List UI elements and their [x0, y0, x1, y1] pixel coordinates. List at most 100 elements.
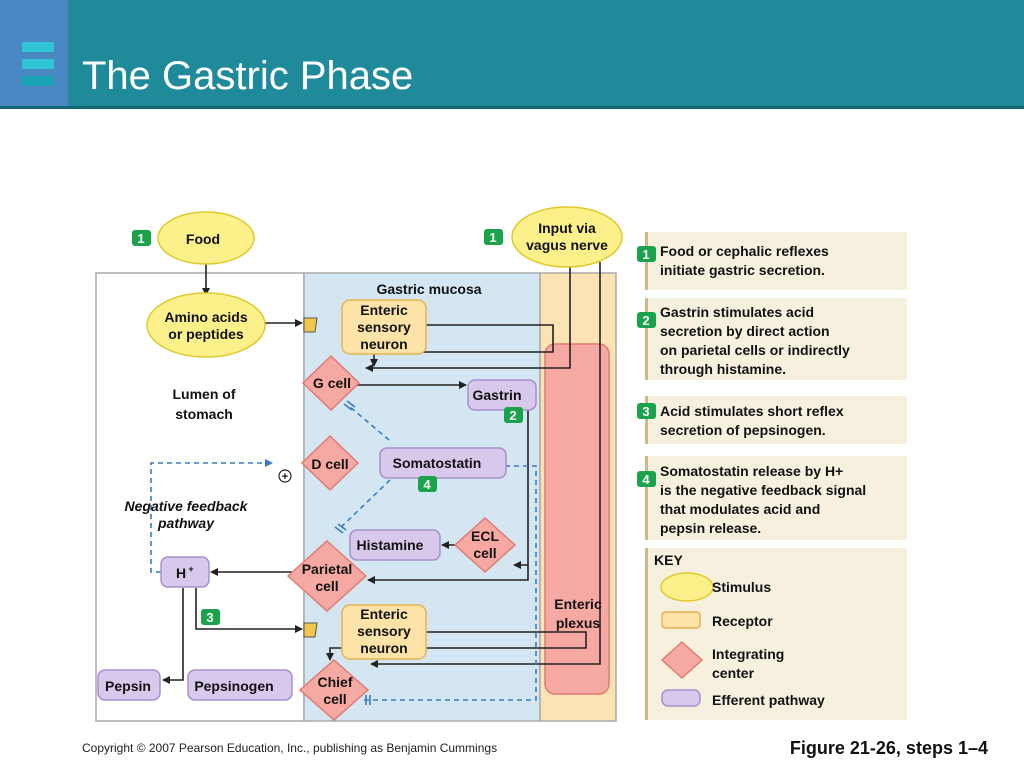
slide-title: The Gastric Phase	[82, 54, 414, 98]
step-2-line1: Gastrin stimulates acid	[660, 304, 814, 320]
histamine-box: Histamine	[349, 529, 441, 561]
lumen-label-line1: Lumen of	[173, 386, 236, 402]
step-3-number: 3	[642, 404, 649, 419]
step-4-line3: that modulates acid and	[660, 501, 820, 517]
step-badge-1-food: 1	[132, 230, 151, 246]
h-plus-superscript: +	[188, 564, 193, 574]
parietal-cell-line1: Parietal	[302, 561, 353, 577]
badge-number: 1	[489, 230, 496, 245]
step-2-line4: through histamine.	[660, 361, 786, 377]
pepsin-label: Pepsin	[105, 678, 151, 694]
d-cell: D cell	[300, 434, 360, 492]
gastric-mucosa-label: Gastric mucosa	[376, 281, 481, 297]
amino-label-line2: or peptides	[168, 326, 244, 342]
enteric-sensory-neuron-lower: Enteric sensory neuron	[341, 604, 427, 660]
g-cell-label: G cell	[313, 375, 351, 391]
badge-number: 1	[137, 231, 144, 246]
ecl-cell: ECL cell	[453, 516, 517, 574]
step-1-number: 1	[642, 247, 649, 262]
key-receptor-label: Receptor	[712, 613, 773, 629]
neuron-upper-line2: sensory	[357, 319, 411, 335]
amino-acids-stimulus: Amino acids or peptides	[146, 292, 266, 358]
step-4-line1: Somatostatin release by H+	[660, 463, 843, 479]
copyright-text: Copyright © 2007 Pearson Education, Inc.…	[82, 741, 498, 755]
chief-cell-line1: Chief	[318, 674, 353, 690]
figure-label: Figure 21-26, steps 1–4	[789, 738, 988, 758]
ecl-cell-line1: ECL	[471, 528, 499, 544]
negative-feedback-line1: Negative feedback	[125, 498, 249, 514]
step-1-line1: Food or cephalic reflexes	[660, 243, 829, 259]
badge-number: 2	[509, 408, 516, 423]
steps-panel: 1 Food or cephalic reflexes initiate gas…	[637, 232, 907, 540]
plus-sign-label: +	[282, 471, 288, 483]
receptor-icon	[303, 622, 318, 638]
enteric-sensory-neuron-upper: Enteric sensory neuron	[341, 299, 427, 355]
ecl-cell-line2: cell	[473, 545, 496, 561]
step-badge-2-gastrin: 2	[504, 407, 523, 423]
pepsinogen-label: Pepsinogen	[194, 678, 273, 694]
vagus-label-line2: vagus nerve	[526, 237, 608, 253]
key-integrating-line2: center	[712, 665, 755, 681]
step-3-line2: secretion of pepsinogen.	[660, 422, 826, 438]
d-cell-label: D cell	[311, 456, 348, 472]
g-cell: G cell	[301, 354, 361, 412]
key-receptor-swatch	[661, 611, 701, 629]
parietal-cell-line2: cell	[315, 578, 338, 594]
step-4-number: 4	[642, 472, 650, 487]
key-stimulus-label: Stimulus	[712, 579, 771, 595]
slide-header: The Gastric Phase	[0, 0, 1024, 106]
step-3-line1: Acid stimulates short reflex	[660, 403, 844, 419]
gastrin-label: Gastrin	[472, 387, 521, 403]
neuron-upper-line1: Enteric	[360, 302, 408, 318]
vagus-input-stimulus: Input via vagus nerve	[511, 206, 623, 268]
h-plus-label: H	[176, 565, 186, 581]
step-badge-1-vagus: 1	[484, 229, 503, 245]
histamine-label: Histamine	[357, 537, 424, 553]
legend-key: KEY Stimulus Receptor Integrating center…	[645, 548, 907, 720]
receptor-icon	[303, 317, 318, 333]
neuron-lower-line2: sensory	[357, 623, 411, 639]
header-divider	[0, 106, 1024, 109]
key-integrating-line1: Integrating	[712, 646, 784, 662]
step-2-line2: secretion by direct action	[660, 323, 830, 339]
chief-cell: Chief cell	[298, 658, 370, 722]
logo-bar-icon	[22, 42, 54, 52]
neuron-upper-line3: neuron	[360, 336, 407, 352]
parietal-cell: Parietal cell	[286, 539, 368, 613]
enteric-plexus-line1: Enteric	[554, 596, 602, 612]
key-efferent-swatch	[661, 689, 701, 707]
neuron-lower-line3: neuron	[360, 640, 407, 656]
step-4-line4: pepsin release.	[660, 520, 761, 536]
step-1-line2: initiate gastric secretion.	[660, 262, 825, 278]
food-stimulus: Food	[157, 211, 255, 265]
amino-label-line1: Amino acids	[164, 309, 247, 325]
key-stimulus-swatch	[660, 572, 714, 602]
vagus-label-line1: Input via	[538, 220, 596, 236]
neuron-lower-line1: Enteric	[360, 606, 408, 622]
lumen-label-line2: stomach	[175, 406, 233, 422]
food-label: Food	[186, 231, 220, 247]
enteric-plexus-line2: plexus	[556, 615, 601, 631]
step-badge-3-acid: 3	[201, 609, 220, 625]
header-accent-block	[0, 0, 68, 106]
negative-feedback-line2: pathway	[157, 515, 215, 531]
badge-number: 3	[206, 610, 213, 625]
logo-bar-icon	[22, 76, 54, 86]
logo-bar-icon	[22, 59, 54, 69]
gastrin-box: Gastrin	[467, 379, 537, 411]
key-integrating-swatch	[660, 640, 704, 680]
somatostatin-label: Somatostatin	[393, 455, 482, 471]
badge-number: 4	[423, 477, 431, 492]
enteric-plexus-box	[544, 343, 610, 695]
pepsinogen-box: Pepsinogen	[187, 669, 293, 701]
key-title: KEY	[654, 552, 683, 568]
plus-sign-icon: +	[278, 469, 292, 483]
step-4-line2: is the negative feedback signal	[660, 482, 866, 498]
key-efferent-label: Efferent pathway	[712, 692, 825, 708]
step-2-number: 2	[642, 313, 649, 328]
step-badge-4-somatostatin: 4	[418, 476, 437, 492]
chief-cell-line2: cell	[323, 691, 346, 707]
h-plus-box: H +	[160, 556, 210, 588]
somatostatin-box: Somatostatin	[379, 447, 507, 479]
